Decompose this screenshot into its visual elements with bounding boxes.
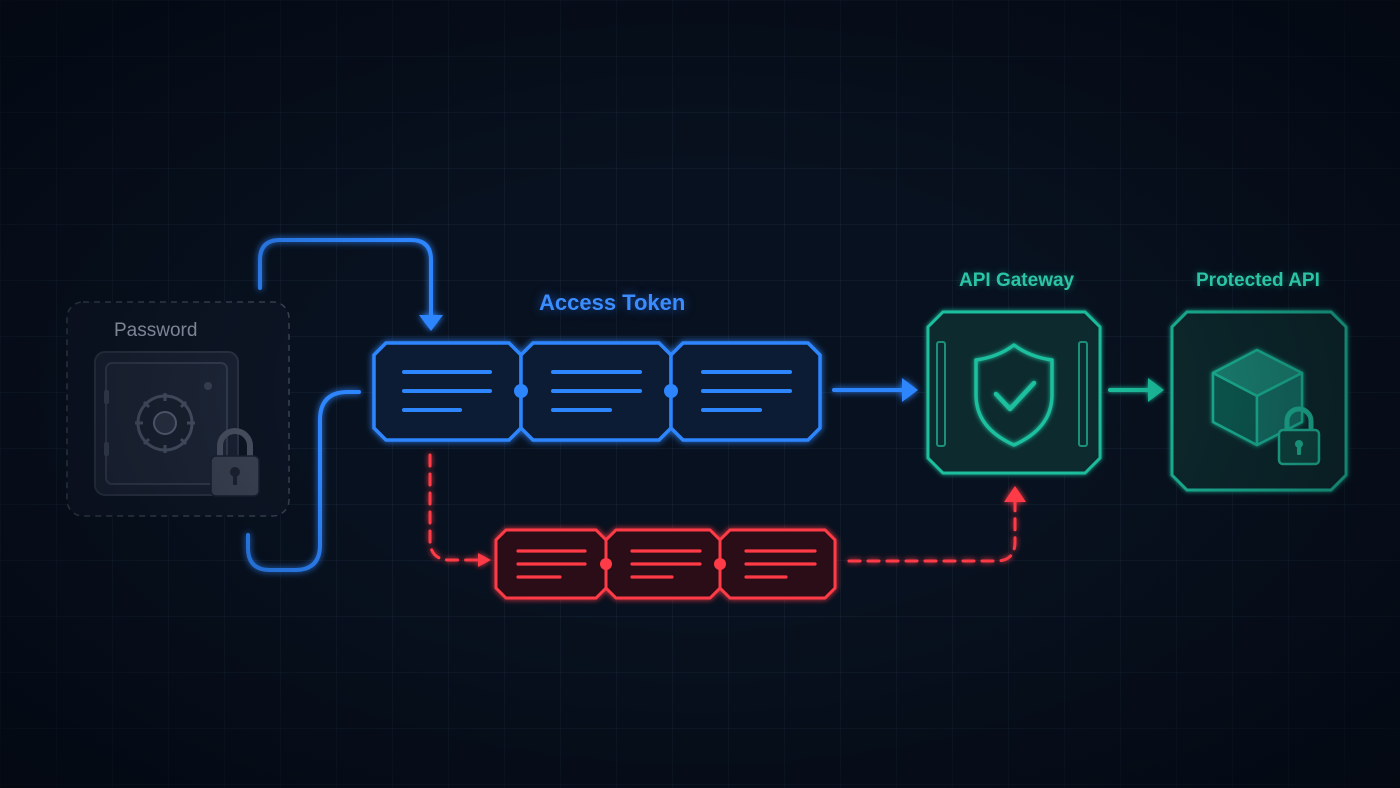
- password-padlock-icon: [210, 428, 260, 497]
- password-to-token-arrow: [258, 238, 433, 324]
- access-token-label: Access Token: [539, 290, 686, 315]
- shield-check-icon: [974, 343, 1054, 447]
- gateway-arrowhead-right: [902, 378, 918, 402]
- token-dot-2: [664, 384, 678, 398]
- password-return-connector: [246, 390, 361, 572]
- stolen-arrowhead-right: [478, 553, 491, 567]
- cube-icon: [1211, 348, 1304, 447]
- stolen-token: [494, 528, 837, 600]
- stolen-dot-2: [714, 558, 726, 570]
- password-label: Password: [114, 320, 198, 341]
- api-arrowhead-right: [1148, 378, 1164, 402]
- stolen-token-path: [428, 453, 484, 562]
- api-gateway-label: API Gateway: [959, 270, 1075, 291]
- token-arrowhead-down: [419, 315, 443, 331]
- stolen-dot-1: [600, 558, 612, 570]
- replay-to-gateway-path: [847, 500, 1017, 563]
- replay-arrowhead-up: [1004, 486, 1026, 502]
- protected-padlock-icon: [1277, 406, 1321, 466]
- api-gateway-box: [926, 310, 1102, 475]
- access-token: [372, 341, 822, 442]
- safe-icon: [94, 351, 239, 496]
- protected-api-label: Protected API: [1196, 270, 1320, 291]
- token-dot-1: [514, 384, 528, 398]
